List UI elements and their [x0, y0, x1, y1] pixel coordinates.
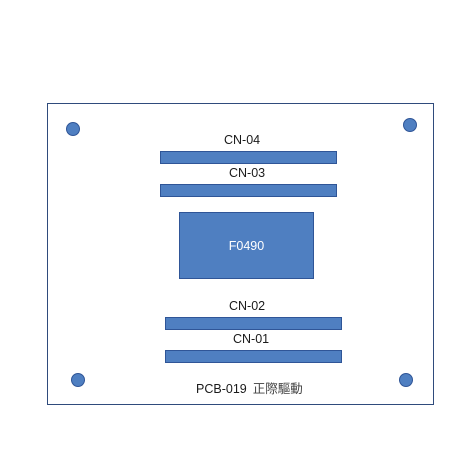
mounting-hole-bottom-left — [71, 373, 85, 387]
chip-label: F0490 — [228, 238, 265, 253]
connector-cn02 — [165, 317, 342, 330]
connector-cn03-label: CN-03 — [229, 166, 266, 180]
chip-f0490: F0490 — [179, 212, 314, 279]
mounting-hole-top-right — [403, 118, 417, 132]
connector-cn04 — [160, 151, 337, 164]
connector-cn02-label: CN-02 — [229, 299, 266, 313]
pcb-identifier: PCB-019 正際驅動 — [196, 378, 303, 397]
connector-cn04-label: CN-04 — [224, 133, 261, 147]
pcb-name: 正際驅動 — [252, 381, 303, 396]
connector-cn01-label: CN-01 — [233, 332, 270, 346]
connector-cn01 — [165, 350, 342, 363]
connector-cn03 — [160, 184, 337, 197]
pcb-code: PCB-019 — [196, 382, 247, 396]
mounting-hole-top-left — [66, 122, 80, 136]
mounting-hole-bottom-right — [399, 373, 413, 387]
